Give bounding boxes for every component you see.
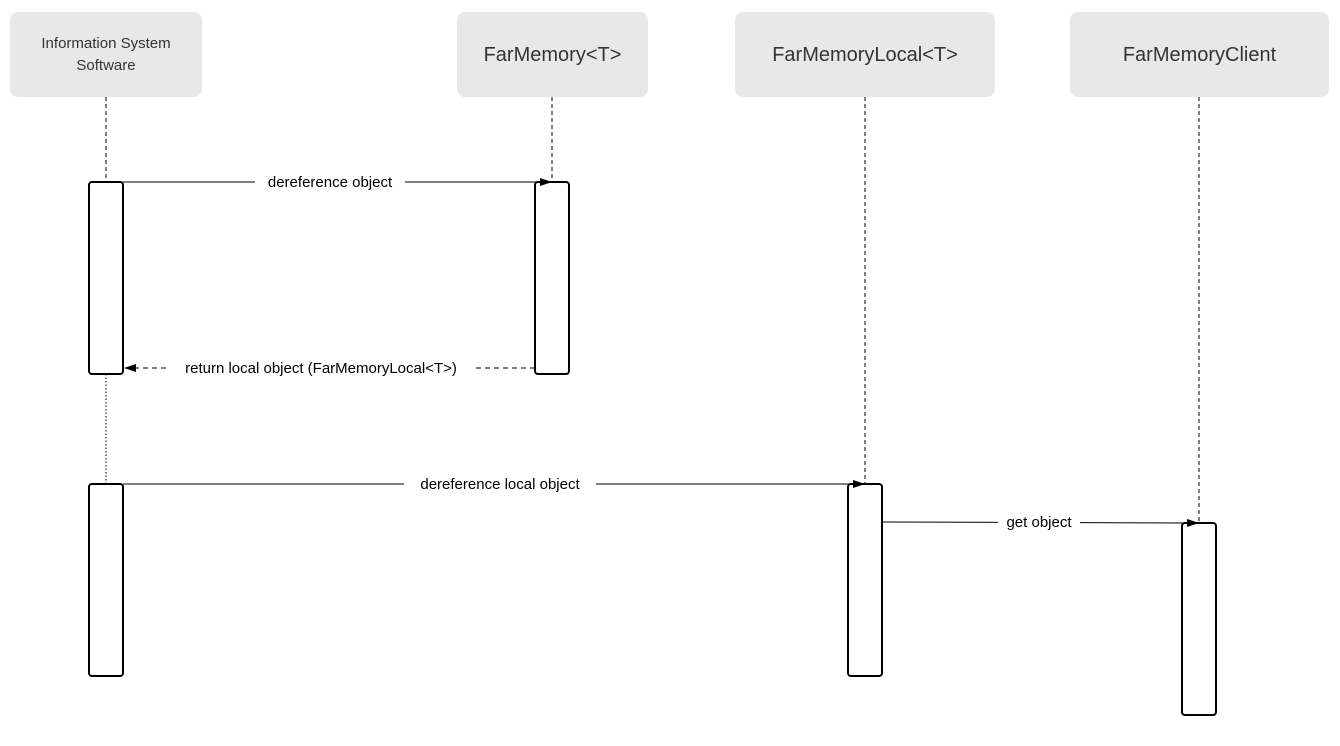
participant-farmemory: FarMemory<T> [457, 12, 648, 97]
message-label-return-local-object: return local object (FarMemoryLocal<T>) [185, 360, 457, 377]
activation-bar-farmemory [534, 181, 570, 375]
message-label-dereference-local-object: dereference local object [420, 476, 580, 493]
label-bg [255, 172, 405, 192]
message-label-get-object: get object [1006, 514, 1072, 531]
activation-bar-iss-2 [88, 483, 124, 677]
participant-information-system-software: Information System Software [10, 12, 202, 97]
participant-label: FarMemoryClient [1122, 43, 1277, 66]
participant-label: FarMemory<T> [483, 43, 622, 66]
participant-farmemorylocal: FarMemoryLocal<T> [735, 12, 995, 97]
participant-label: FarMemoryLocal<T> [772, 43, 958, 66]
participant-farmemoryclient: FarMemoryClient [1070, 12, 1329, 97]
participant-label: Information System Software [41, 34, 171, 74]
activation-bar-farmemoryclient [1181, 522, 1217, 716]
label-bg [166, 358, 476, 378]
label-bg [998, 512, 1080, 532]
arrowhead-return [124, 364, 136, 372]
activation-bar-farmemorylocal [847, 483, 883, 677]
activation-bar-iss-1 [88, 181, 124, 375]
message-label-dereference-object: dereference object [268, 174, 393, 191]
label-bg [404, 474, 596, 494]
